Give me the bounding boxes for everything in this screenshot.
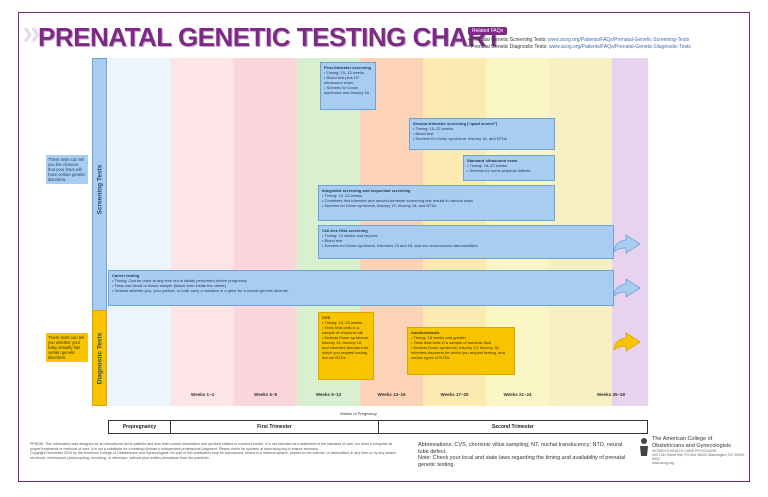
carrier-testing-box: Carrier testing • Timing: Can be done at… — [108, 270, 614, 306]
diagnostic-note: These tests can tell you whether your ba… — [46, 333, 88, 362]
screening-label-text: Screening Tests — [96, 164, 104, 214]
box-title: Second-trimester screening (“quad screen… — [413, 121, 498, 126]
week-column-3 — [234, 58, 297, 406]
box-bullet: • Blood test — [322, 238, 343, 243]
related-faqs-badge: Related FAQs — [468, 27, 508, 35]
box-title: CVS — [322, 315, 331, 320]
amniocentesis-box: Amniocentesis • Timing: 15 weeks and gre… — [407, 327, 515, 375]
box-bullet: • Screens for Down syndrome, trisomies 1… — [322, 243, 478, 248]
box-bullet: • Timing: 10 weeks and beyond — [322, 233, 378, 238]
screening-note: These tests can tell you the chances tha… — [46, 155, 88, 184]
week-label: Weeks 1–4 — [191, 392, 214, 397]
box-bullet: • Tests fetal cells in a sample of amnio… — [411, 340, 492, 345]
table-title: Weeks of Pregnancy — [340, 411, 377, 416]
box-bullet: • Timing: 15 weeks and greater — [411, 335, 466, 340]
box-bullet: • Screens for Down syndrome, trisomy 13,… — [322, 203, 437, 208]
second-trimester-cell: Second Trimester — [378, 420, 648, 434]
week-label: Weeks 17–20 — [440, 392, 469, 397]
first-trimester-box: First-trimester screening • Timing: 10–1… — [320, 62, 376, 110]
faq-diagnostic-label: • Prenatal Genetic Diagnostic Tests: — [468, 44, 549, 50]
page-title: PRENATAL GENETIC TESTING CHART — [38, 22, 502, 52]
continuation-arrow-icon — [613, 234, 641, 254]
abbreviations: Abbreviations: CVS, chorionic villus sam… — [418, 442, 623, 455]
box-bullet: • Detects whether you, your partner, or … — [112, 288, 289, 293]
ultrasound-box: Standard ultrasound exam • Timing: 18–22… — [463, 155, 555, 181]
continuation-arrow-icon — [613, 278, 641, 298]
chevron-decoration-icon: » — [22, 14, 41, 52]
week-label: Weeks 21–24 — [503, 392, 532, 397]
box-bullet: • Screens for Down syndrome and trisomy … — [324, 85, 369, 95]
prepregnancy-cell: Prepregnancy — [108, 420, 171, 434]
abbreviations-note: Abbreviations: CVS, chorionic villus sam… — [418, 442, 628, 468]
box-title: Cell-free DNA screening — [322, 228, 368, 233]
acog-branding: The American College of Obstetricians an… — [652, 436, 747, 465]
box-bullet: • Screens for some physical defects — [467, 168, 531, 173]
week-label: Weeks 9–12 — [315, 392, 342, 397]
box-title: Standard ultrasound exam — [467, 158, 518, 163]
week-label: Weeks 13–16 — [377, 392, 406, 397]
continuation-arrow-icon — [613, 332, 641, 352]
box-bullet: • Blood test plus NT ultrasound exam — [324, 75, 360, 85]
diagnostic-sidebar-label: Diagnostic Tests — [92, 310, 107, 406]
org-address: 409 12th Street SW, PO Box 96920 Washing… — [652, 453, 746, 461]
disclaimer-text: PFN036: This information was designed as… — [30, 442, 400, 460]
org-name-line1: The American College of — [652, 436, 713, 442]
legal-note: Note: Check your local and state laws re… — [418, 455, 626, 468]
box-bullet: • Detects Down syndrome, trisomy 13, tri… — [411, 345, 505, 360]
integrated-screening-box: Integrated screening and sequential scre… — [318, 185, 555, 221]
week-column-1 — [108, 58, 171, 406]
copyright: Copyright December 2019 by the American … — [30, 451, 397, 460]
box-bullet: • Tests use blood or tissue sample (tiss… — [112, 283, 226, 288]
box-bullet: • Combines first-trimester and second-tr… — [322, 198, 474, 203]
box-bullet: • Blood test — [413, 131, 434, 136]
box-bullet: • Detects Down syndrome, trisomy 13, tri… — [322, 335, 370, 360]
org-subtitle: WOMEN’S HEALTH CARE PHYSICIANS — [652, 449, 717, 453]
box-title: Amniocentesis — [411, 330, 440, 335]
box-bullet: • Timing: 10–22 weeks — [322, 193, 363, 198]
box-bullet: • Screens for Down syndrome, trisomy 18,… — [413, 136, 507, 141]
box-bullet: • Timing: 18–22 weeks — [467, 163, 508, 168]
box-title: First-trimester screening — [324, 65, 372, 70]
faq-screening-label: • Prenatal Genetic Screening Tests: — [468, 37, 549, 43]
second-trimester-box: Second-trimester screening (“quad screen… — [409, 118, 555, 150]
box-bullet: • Tests fetal cells in a sample of chori… — [322, 325, 364, 335]
week-label: Weeks 25–28 — [597, 392, 625, 397]
org-website[interactable]: www.acog.org — [652, 461, 674, 465]
first-trimester-cell: First Trimester — [170, 420, 379, 434]
week-label: Weeks 5–8 — [254, 392, 277, 397]
diagnostic-label-text: Diagnostic Tests — [96, 332, 103, 384]
faq-screening-link[interactable]: www.acog.org/Patients/FAQs/Prenatal-Gene… — [548, 37, 690, 43]
faq-diagnostic-line: • Prenatal Genetic Diagnostic Tests: www… — [468, 44, 691, 50]
cell-free-dna-box: Cell-free DNA screening • Timing: 10 wee… — [318, 225, 614, 259]
acog-logo-icon — [640, 438, 648, 456]
box-title: Integrated screening and sequential scre… — [322, 188, 411, 193]
week-column-2 — [171, 58, 234, 406]
box-bullet: • Timing: 10–13 weeks — [324, 70, 365, 75]
box-bullet: • Timing: 15–22 weeks — [413, 126, 454, 131]
diagnostic-sidebar — [92, 310, 107, 406]
screening-sidebar-label: Screening Tests — [92, 58, 107, 320]
box-bullet: • Timing: Can be done at any time but is… — [112, 278, 247, 283]
box-bullet: • Timing: 10–13 weeks — [322, 320, 363, 325]
box-title: Carrier testing — [112, 273, 140, 278]
org-name-line2: Obstetricians and Gynecologists — [652, 442, 731, 449]
faq-screening-line: • Prenatal Genetic Screening Tests: www.… — [468, 37, 689, 43]
page-frame — [18, 12, 750, 482]
cvs-box: CVS • Timing: 10–13 weeks • Tests fetal … — [318, 312, 374, 380]
disclaimer: PFN036: This information was designed as… — [30, 442, 393, 451]
faq-diagnostic-link[interactable]: www.acog.org/Patients/FAQs/Prenatal-Gene… — [548, 44, 691, 50]
